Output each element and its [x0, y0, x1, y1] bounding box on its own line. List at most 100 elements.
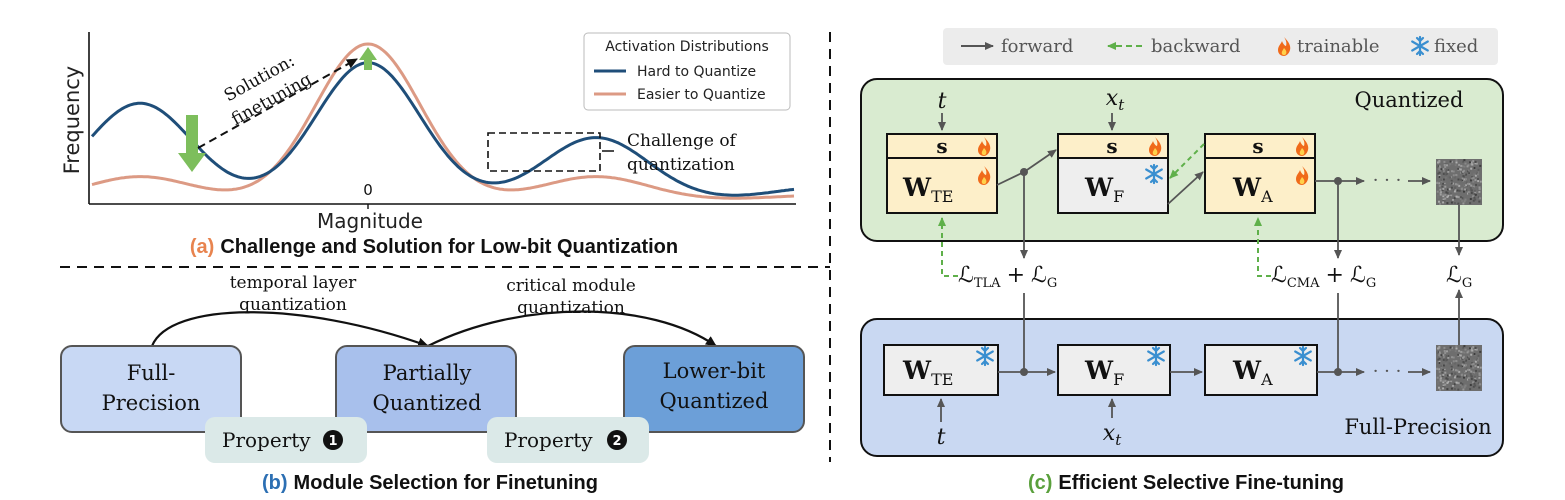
caption-b: (b)Module Selection for Finetuning: [262, 472, 598, 494]
noise-pixel: [1438, 174, 1441, 177]
noise-pixel: [1459, 383, 1462, 386]
noise-pixel: [1469, 202, 1472, 205]
noise-pixel: [1438, 362, 1441, 364]
noise-pixel: [1470, 370, 1473, 373]
noise-pixel: [1474, 348, 1477, 351]
noise-pixel: [1442, 356, 1445, 359]
noise-pixel: [1476, 171, 1479, 174]
noise-pixel: [1442, 387, 1445, 390]
noise-pixel: [1452, 384, 1454, 387]
noise-pixel: [1452, 174, 1455, 177]
noise-pixel: [1438, 176, 1441, 178]
noise-pixel: [1447, 350, 1450, 353]
noise-pixel: [1455, 174, 1458, 176]
q-wte-s-label: s: [936, 134, 947, 158]
noise-pixel: [1473, 196, 1476, 199]
noise-pixel: [1464, 384, 1467, 387]
q-wa-w-box: [1204, 157, 1316, 214]
noise-pixel: [1451, 170, 1453, 173]
noise-pixel: [1440, 182, 1442, 185]
fp-wa-sub: A: [1260, 370, 1273, 389]
noise-pixel: [1452, 189, 1455, 192]
noise-pixel: [1472, 346, 1475, 349]
noise-pixel: [1465, 173, 1467, 176]
noise-pixel: [1440, 362, 1443, 364]
noise-pixel: [1438, 386, 1440, 389]
noise-pixel: [1442, 368, 1445, 371]
noise-pixel: [1457, 202, 1460, 205]
noise-pixel: [1453, 176, 1456, 179]
noise-pixel: [1450, 368, 1453, 371]
noise-pixel: [1459, 354, 1462, 357]
noise-pixel: [1437, 382, 1440, 385]
noise-pixel: [1436, 180, 1439, 183]
panel-a: Frequency 0 Magnitude Solution: finetuni…: [60, 32, 796, 258]
noise-pixel: [1447, 380, 1450, 383]
noise-pixel: [1454, 164, 1457, 167]
noise-pixel: [1463, 178, 1466, 181]
noise-pixel: [1455, 159, 1458, 162]
noise-pixel: [1442, 381, 1445, 384]
noise-pixel: [1454, 374, 1457, 377]
noise-pixel: [1455, 191, 1458, 193]
arc-temporal-label-line2: quantization: [239, 295, 347, 315]
noise-pixel: [1461, 385, 1464, 388]
loss-tla-g-sub: G: [1047, 276, 1057, 291]
noise-pixel: [1476, 381, 1479, 384]
noise-pixel: [1474, 162, 1477, 165]
noise-pixel: [1440, 179, 1443, 182]
noise-pixel: [1479, 366, 1482, 369]
noise-pixel: [1456, 189, 1459, 192]
noise-pixel: [1454, 183, 1457, 186]
noise-pixel: [1479, 383, 1482, 386]
noise-pixel: [1463, 369, 1466, 372]
noise-pixel: [1474, 193, 1477, 196]
noise-pixel: [1478, 386, 1481, 389]
noise-pixel: [1444, 172, 1447, 175]
loss-tla-l2: ℒ: [1031, 263, 1047, 288]
noise-pixel: [1463, 364, 1466, 367]
challenge-label-line2: quantization: [627, 155, 735, 175]
noise-pixel: [1470, 377, 1473, 380]
noise-pixel: [1442, 187, 1445, 190]
noise-pixel: [1442, 178, 1445, 181]
noise-pixel: [1457, 382, 1460, 385]
noise-pixel: [1472, 371, 1475, 374]
noise-pixel: [1447, 169, 1450, 172]
noise-pixel: [1471, 177, 1474, 180]
property-2-label: Property: [504, 428, 593, 452]
noise-pixel: [1463, 190, 1465, 193]
noise-pixel: [1451, 182, 1454, 185]
full-precision-label: Full-Precision: [1344, 415, 1491, 439]
noise-pixel: [1436, 182, 1439, 184]
series-line-hard-to-quantize: [90, 61, 795, 197]
noise-pixel: [1452, 360, 1455, 363]
noise-pixel: [1444, 166, 1447, 168]
noise-pixel: [1450, 387, 1453, 390]
noise-pixel: [1440, 191, 1442, 194]
box-partially-quantized: [335, 345, 517, 433]
caption-c-text: Efficient Selective Fine-tuning: [1058, 472, 1344, 494]
loss-tla-sub: TLA: [974, 276, 1001, 291]
noise-pixel: [1440, 368, 1442, 371]
noise-pixel: [1452, 356, 1455, 359]
q-wa-s-box: [1204, 133, 1316, 159]
fp-wa-w: W: [1232, 356, 1262, 385]
noise-pixel: [1469, 388, 1472, 391]
noise-pixel: [1444, 185, 1447, 188]
noise-pixel: [1447, 194, 1450, 197]
noise-pixel: [1450, 365, 1453, 368]
noise-pixel: [1478, 184, 1481, 187]
noise-pixel: [1439, 355, 1442, 358]
noise-pixel: [1471, 363, 1474, 366]
noise-pixel: [1444, 193, 1447, 196]
input-t-top: t: [938, 89, 947, 114]
noise-pixel: [1462, 346, 1464, 349]
noise-pixel: [1444, 362, 1447, 365]
noise-pixel: [1456, 351, 1459, 354]
noise-pixel: [1442, 193, 1445, 196]
property-1-badge: [205, 417, 367, 463]
noise-pixel: [1439, 372, 1442, 375]
noise-pixel: [1472, 385, 1475, 388]
